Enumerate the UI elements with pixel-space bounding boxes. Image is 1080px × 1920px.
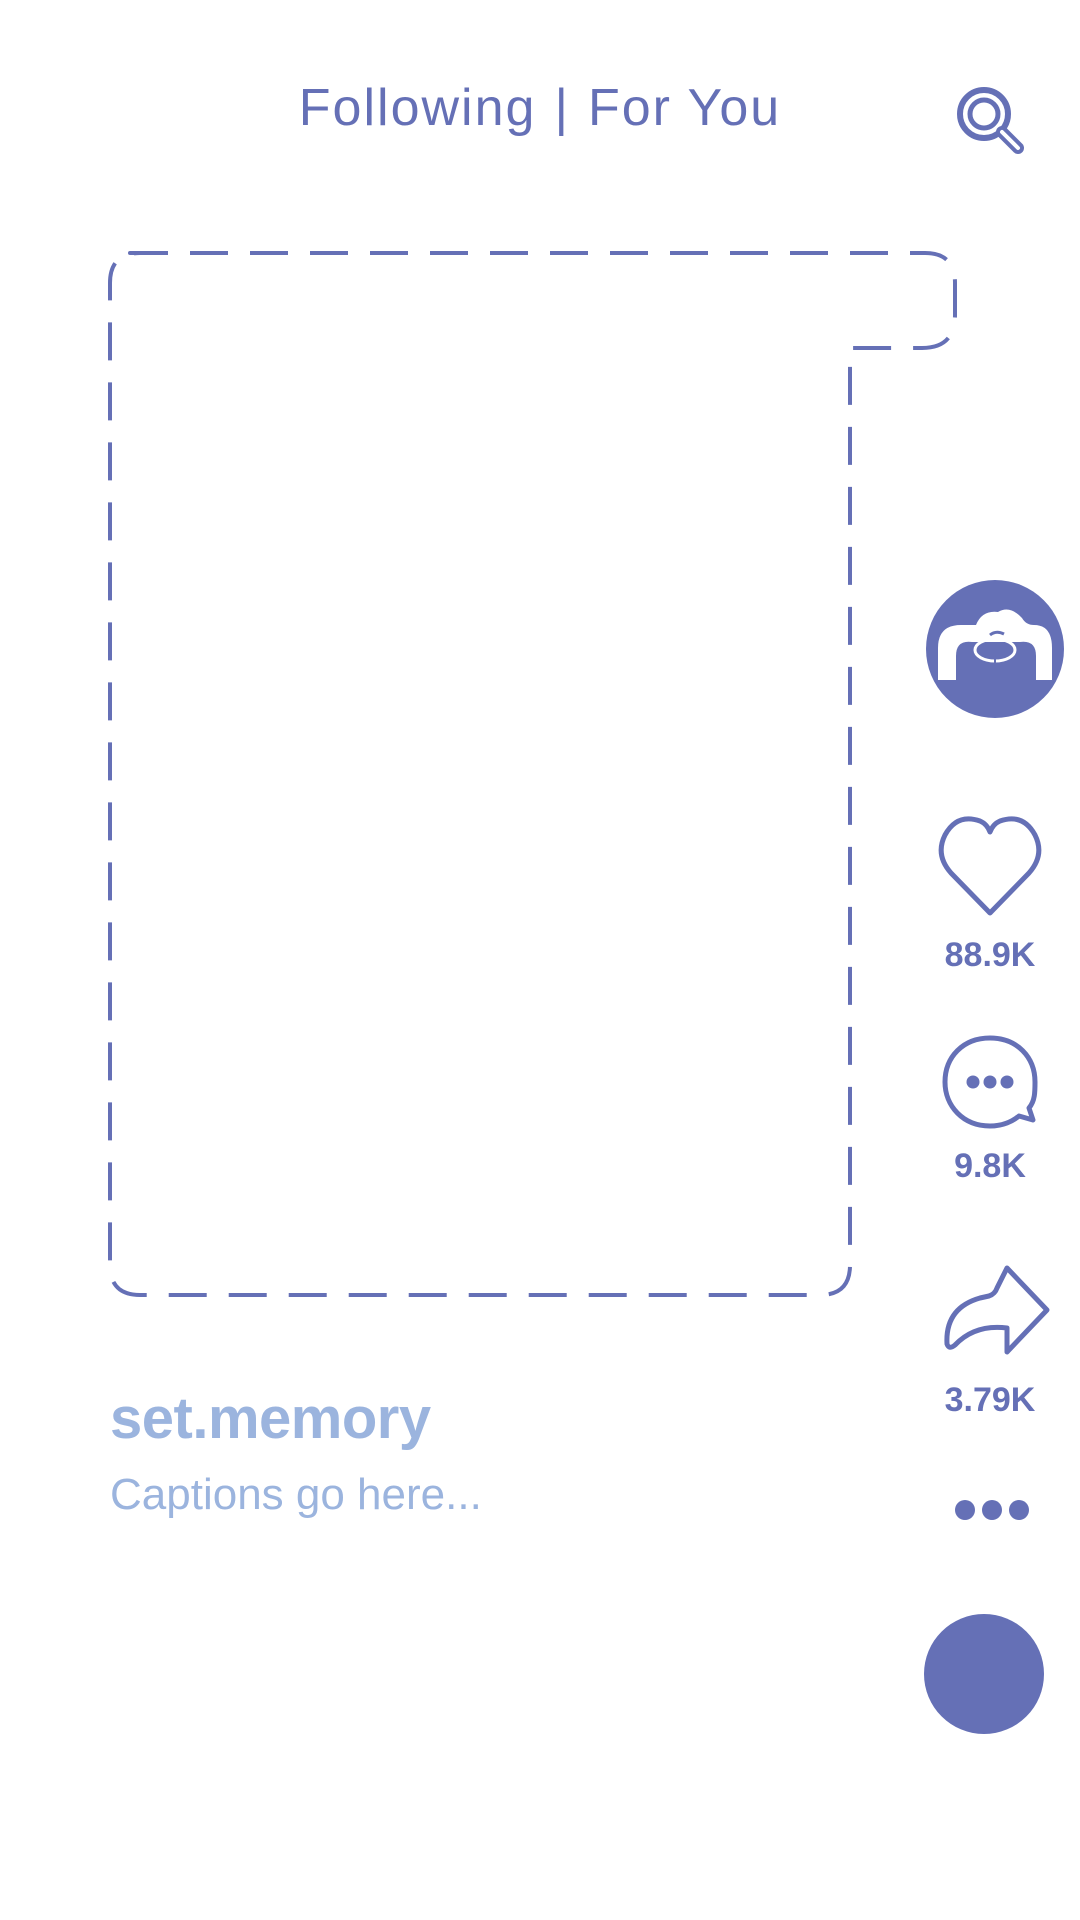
share-count: 3.79K <box>944 1381 1036 1419</box>
post-caption: Captions go here... <box>110 1470 482 1519</box>
tab-following[interactable]: Following <box>298 79 537 137</box>
comment-button[interactable]: 9.8K <box>910 1030 1070 1186</box>
profile-avatar[interactable] <box>926 580 1064 718</box>
sound-disc-button[interactable] <box>924 1614 1044 1734</box>
share-button[interactable]: 3.79K <box>910 1260 1070 1420</box>
share-arrow-icon <box>944 1265 1050 1355</box>
search-button[interactable] <box>950 80 1030 160</box>
top-tab-bar: Following | For You <box>270 78 810 138</box>
profile-avatar-icon <box>926 580 1064 718</box>
more-dots-icon <box>955 1500 1029 1520</box>
like-count: 88.9K <box>944 936 1036 974</box>
comment-icon <box>942 1035 1038 1129</box>
search-icon <box>957 87 1024 154</box>
video-placeholder-frame[interactable] <box>100 240 980 1300</box>
post-username[interactable]: set.memory <box>110 1386 431 1451</box>
comment-count: 9.8K <box>954 1147 1026 1185</box>
like-button[interactable]: 88.9K <box>910 805 1070 975</box>
tab-for-you[interactable]: For You <box>587 79 782 137</box>
tab-separator: | <box>554 79 570 137</box>
heart-icon <box>938 816 1042 916</box>
more-options-button[interactable] <box>950 1490 1040 1530</box>
